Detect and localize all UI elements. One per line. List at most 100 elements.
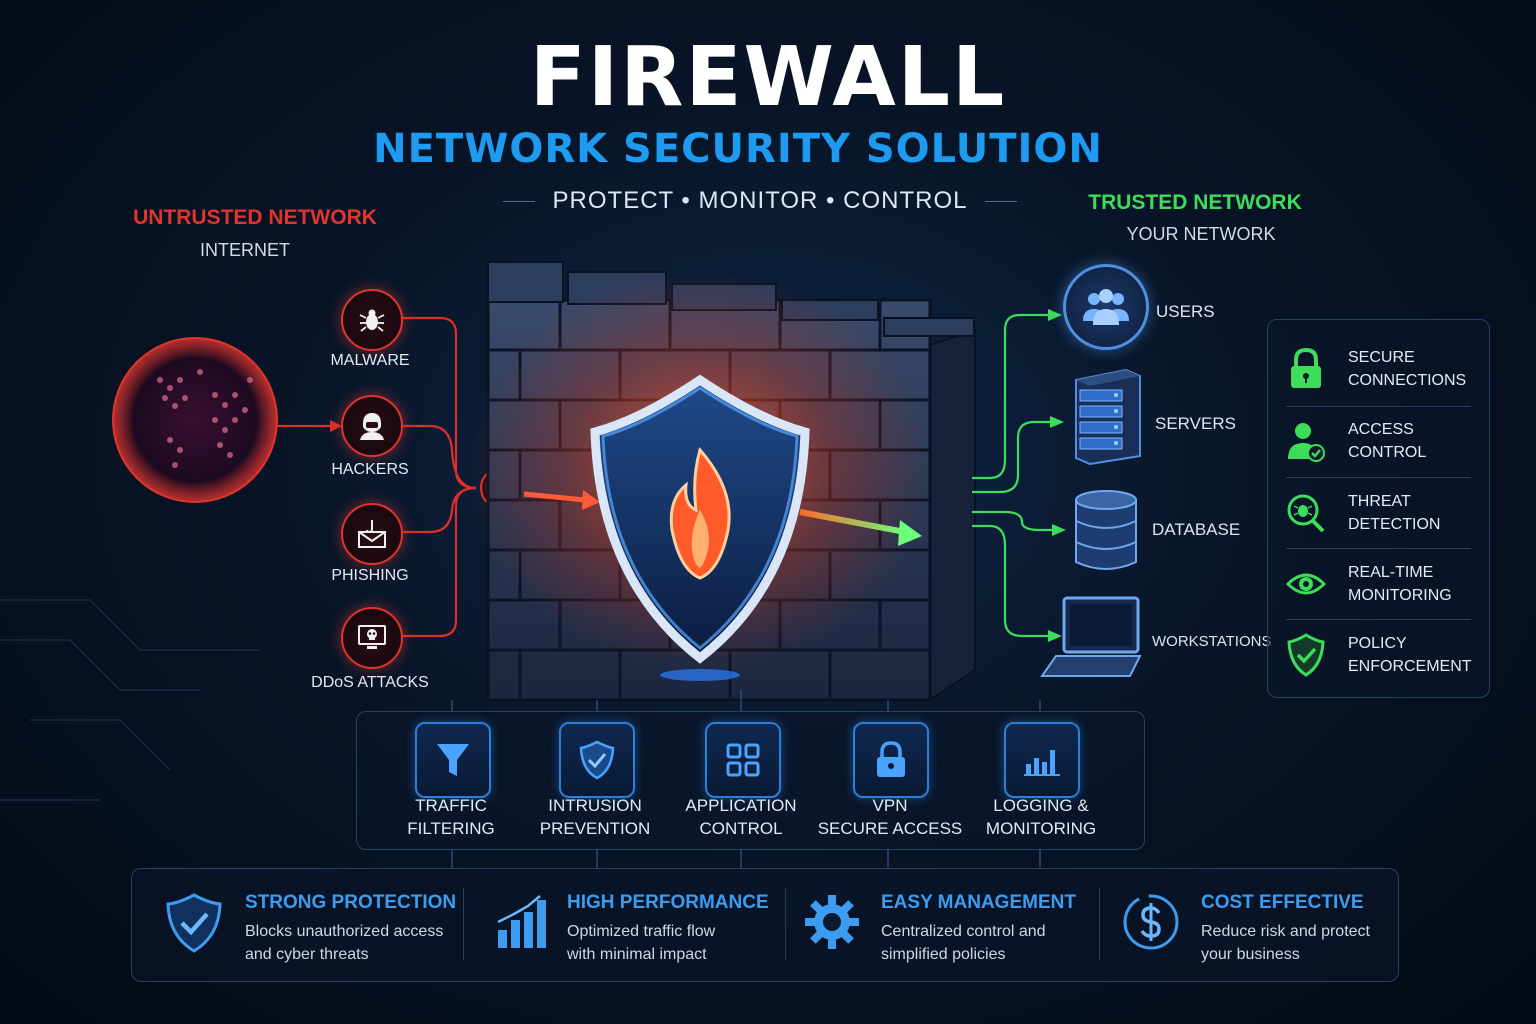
threat-label-hackers: HACKERS xyxy=(331,461,409,478)
function-label: VPN SECURE ACCESS xyxy=(810,794,970,840)
shield-check-icon xyxy=(579,740,615,780)
benefit-cost-effective: COST EFFECTIVE Reduce risk and protect y… xyxy=(1201,892,1370,966)
tagline-divider-right xyxy=(985,200,1018,202)
tagline-text: PROTECT • MONITOR • CONTROL xyxy=(552,187,968,214)
function-label-line1: VPN xyxy=(872,796,908,815)
feature-divider xyxy=(1286,477,1471,478)
grid-icon xyxy=(726,743,760,777)
tagline: PROTECT • MONITOR • CONTROL xyxy=(500,186,1020,216)
benefit-divider xyxy=(463,888,464,960)
function-logging-monitoring xyxy=(1004,722,1080,798)
feature-divider xyxy=(1286,619,1471,620)
feature-label-line2: DETECTION xyxy=(1348,516,1441,533)
threat-label-phishing: PHISHING xyxy=(331,567,409,584)
benefit-high-performance: HIGH PERFORMANCE Optimized traffic flow … xyxy=(567,892,769,966)
benefit-strong-protection: STRONG PROTECTION Blocks unauthorized ac… xyxy=(245,892,456,966)
hackers-threat xyxy=(341,395,403,457)
feature-divider xyxy=(1286,406,1471,407)
bug-icon xyxy=(359,309,385,332)
benefit-title: STRONG PROTECTION xyxy=(245,892,457,913)
feature-divider xyxy=(1286,548,1471,549)
node-label-workstations: WORKSTATIONS xyxy=(1152,633,1272,650)
trusted-network-subtitle: YOUR NETWORK xyxy=(1126,224,1276,244)
function-label-line1: APPLICATION xyxy=(685,796,797,815)
function-label-line1: TRAFFIC xyxy=(415,796,487,815)
feature-label-line1: REAL-TIME xyxy=(1348,564,1434,581)
shield-check-icon xyxy=(166,893,222,953)
function-label-line2: FILTERING xyxy=(407,819,495,838)
feature-access-control: ACCESS CONTROL xyxy=(1286,418,1426,464)
benefit-divider xyxy=(785,888,786,960)
feature-label-line1: SECURE xyxy=(1348,349,1415,366)
function-traffic-filtering xyxy=(415,722,491,798)
benefit-desc-line2: with minimal impact xyxy=(567,946,707,963)
function-label: APPLICATION CONTROL xyxy=(661,794,821,840)
feature-label-line2: CONTROL xyxy=(1348,444,1427,461)
benefit-title: EASY MANAGEMENT xyxy=(881,892,1076,913)
benefit-easy-management: EASY MANAGEMENT Centralized control and … xyxy=(881,892,1076,966)
benefit-desc-line1: Blocks unauthorized access xyxy=(245,923,444,940)
globe-icon xyxy=(112,337,278,503)
feature-label-line1: POLICY xyxy=(1348,635,1407,652)
shield-flame-icon xyxy=(590,374,810,664)
tagline-divider-left xyxy=(502,200,535,202)
function-label-line1: LOGGING & xyxy=(993,796,1089,815)
user-check-icon xyxy=(1288,423,1325,462)
bar-chart-icon xyxy=(1024,750,1060,776)
function-label: INTRUSION PREVENTION xyxy=(515,794,675,840)
eye-icon xyxy=(1286,573,1326,595)
feature-label-line1: THREAT xyxy=(1348,493,1411,510)
function-label-line2: CONTROL xyxy=(699,819,783,838)
threat-label-ddos: DDoS ATTACKS xyxy=(311,674,429,691)
benefit-title: COST EFFECTIVE xyxy=(1201,892,1364,913)
phishing-hook-icon xyxy=(358,520,386,548)
threat-label-malware: MALWARE xyxy=(330,352,410,369)
benefit-desc-line2: your business xyxy=(1201,946,1300,963)
phishing-threat xyxy=(341,503,403,565)
lock-icon xyxy=(1291,347,1321,388)
benefit-desc-line2: simplified policies xyxy=(881,946,1006,963)
feature-policy-enforcement: POLICY ENFORCEMENT xyxy=(1286,632,1472,678)
users-node xyxy=(1063,264,1149,350)
benefit-title: HIGH PERFORMANCE xyxy=(567,892,769,913)
feature-secure-connections: SECURE CONNECTIONS xyxy=(1286,346,1466,392)
benefit-desc-line1: Centralized control and xyxy=(881,923,1046,940)
node-label-database: DATABASE xyxy=(1152,520,1241,539)
page-subtitle: NETWORK SECURITY SOLUTION xyxy=(373,126,1103,172)
malware-threat xyxy=(341,289,403,351)
feature-label-line2: ENFORCEMENT xyxy=(1348,658,1472,675)
users-icon xyxy=(1083,289,1129,325)
bug-search-icon xyxy=(1287,494,1325,533)
funnel-icon xyxy=(437,744,469,776)
bar-chart-icon xyxy=(497,895,546,948)
lock-icon xyxy=(877,741,905,777)
benefit-divider xyxy=(1099,888,1100,960)
trusted-network-title: TRUSTED NETWORK xyxy=(1088,191,1302,214)
laptop-icon xyxy=(1040,596,1142,677)
feature-label-line1: ACCESS xyxy=(1348,421,1414,438)
benefit-desc-line1: Optimized traffic flow xyxy=(567,923,716,940)
function-label-line2: MONITORING xyxy=(985,819,1097,838)
node-label-servers: SERVERS xyxy=(1155,414,1236,433)
untrusted-network-title: UNTRUSTED NETWORK xyxy=(133,206,377,229)
benefit-desc-line2: and cyber threats xyxy=(245,946,369,963)
dollar-icon xyxy=(1123,894,1179,950)
untrusted-network-subtitle: INTERNET xyxy=(200,240,290,260)
gear-icon xyxy=(805,895,859,949)
security-features-panel: SECURE CONNECTIONS ACCESS CONTROL THREAT… xyxy=(1267,319,1490,698)
function-intrusion-prevention xyxy=(559,722,635,798)
feature-threat-detection: THREAT DETECTION xyxy=(1286,490,1440,536)
database-icon xyxy=(1075,490,1137,570)
benefits-bar xyxy=(131,868,1399,982)
function-label-line2: SECURE ACCESS xyxy=(817,819,963,838)
page-title: FIREWALL xyxy=(529,30,1007,125)
function-label: TRAFFIC FILTERING xyxy=(371,794,531,840)
feature-label-line2: MONITORING xyxy=(1348,587,1452,604)
node-label-users: USERS xyxy=(1156,302,1215,321)
feature-real-time-monitoring: REAL-TIME MONITORING xyxy=(1286,561,1452,607)
ddos-skull-monitor-icon xyxy=(358,625,386,649)
benefit-desc-line1: Reduce risk and protect xyxy=(1201,923,1370,940)
feature-label-line2: CONNECTIONS xyxy=(1348,372,1467,389)
hacker-icon xyxy=(360,413,384,440)
